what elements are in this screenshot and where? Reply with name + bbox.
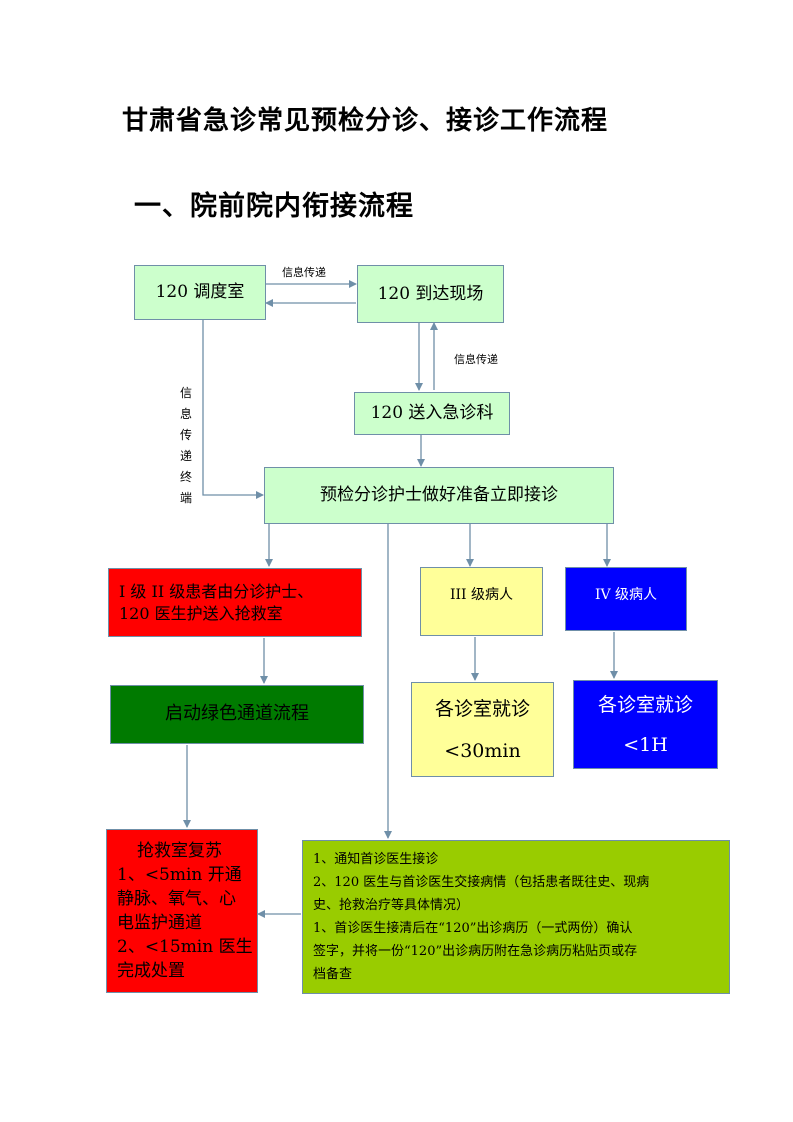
handover-line: 1、首诊医生接清后在“120”出诊病历（一式两份）确认 bbox=[313, 921, 633, 936]
green-channel-label: 启动绿色通道流程 bbox=[165, 703, 309, 725]
clinic-30min-line: 各诊室就诊 bbox=[434, 697, 530, 720]
resus-line: 完成处置 bbox=[117, 961, 185, 981]
triage-nurse-label: 预检分诊护士做好准备立即接诊 bbox=[320, 485, 558, 506]
dispatch-room-label: 120 调度室 bbox=[155, 282, 245, 303]
vertical-char: 端 bbox=[179, 491, 192, 505]
level-1-2-box: I 级 II 级患者由分诊护士、 120 医生护送入抢救室 bbox=[108, 568, 362, 637]
clinic-30min-box: 各诊室就诊 <30min bbox=[411, 682, 554, 777]
clinic-30min-line: <30min bbox=[444, 739, 521, 762]
level-3-label: III 级病人 bbox=[449, 587, 514, 603]
handover-line: 签字，并将一份“120”出诊病历附在急诊病历粘贴页或存 bbox=[313, 944, 638, 959]
level-3-box: III 级病人 bbox=[420, 567, 543, 636]
level-4-box: IV 级病人 bbox=[565, 567, 687, 631]
vertical-char: 信 bbox=[179, 386, 192, 400]
to-er-label: 120 送入急诊科 bbox=[370, 403, 494, 424]
clinic-1h-line: 各诊室就诊 bbox=[597, 693, 693, 716]
handover-line: 史、抢救治疗等具体情况） bbox=[313, 898, 470, 913]
vertical-char: 息 bbox=[179, 407, 192, 421]
resus-line: 2、<15min 医生 bbox=[117, 937, 253, 957]
arrow-dispatch-to-triage bbox=[202, 320, 264, 499]
resuscitation-box: 抢救室复苏 1、<5min 开通 静脉、氧气、心 电监护通道 2、<15min … bbox=[106, 829, 258, 993]
triage-nurse-box: 预检分诊护士做好准备立即接诊 bbox=[264, 467, 614, 524]
resus-line: 抢救室复苏 bbox=[137, 841, 222, 861]
level-4-label: IV 级病人 bbox=[594, 587, 658, 603]
page-title: 甘肃省急诊常见预检分诊、接诊工作流程 bbox=[122, 106, 609, 136]
resus-line: 1、<5min 开通 bbox=[117, 865, 242, 885]
handover-line: 1、通知首诊医生接诊 bbox=[313, 852, 439, 867]
clinic-1h-line: <1H bbox=[623, 733, 668, 756]
level-1-2-line: 120 医生护送入抢救室 bbox=[119, 603, 283, 623]
clinic-1h-box: 各诊室就诊 <1H bbox=[573, 680, 718, 769]
handover-box: 1、通知首诊医生接诊 2、120 医生与首诊医生交接病情（包括患者既往史、现病 … bbox=[302, 840, 730, 994]
handover-line: 2、120 医生与首诊医生交接病情（包括患者既往史、现病 bbox=[313, 875, 650, 890]
arrive-scene-box: 120 到达现场 bbox=[357, 265, 504, 323]
info-label-top: 信息传递 bbox=[282, 266, 326, 279]
green-channel-box: 启动绿色通道流程 bbox=[110, 685, 364, 744]
info-label-right: 信息传递 bbox=[454, 353, 498, 366]
level-1-2-line: I 级 II 级患者由分诊护士、 bbox=[119, 581, 314, 601]
handover-line: 档备查 bbox=[313, 967, 353, 982]
dispatch-room-box: 120 调度室 bbox=[134, 265, 266, 320]
arrive-scene-label: 120 到达现场 bbox=[377, 283, 484, 304]
section-heading: 一、院前院内衔接流程 bbox=[134, 191, 414, 222]
vertical-char: 递 bbox=[179, 449, 192, 463]
to-er-box: 120 送入急诊科 bbox=[354, 392, 510, 435]
vertical-char: 终 bbox=[179, 470, 192, 484]
vertical-char: 传 bbox=[179, 428, 192, 442]
resus-line: 电监护通道 bbox=[117, 913, 202, 933]
resus-line: 静脉、氧气、心 bbox=[117, 889, 236, 909]
